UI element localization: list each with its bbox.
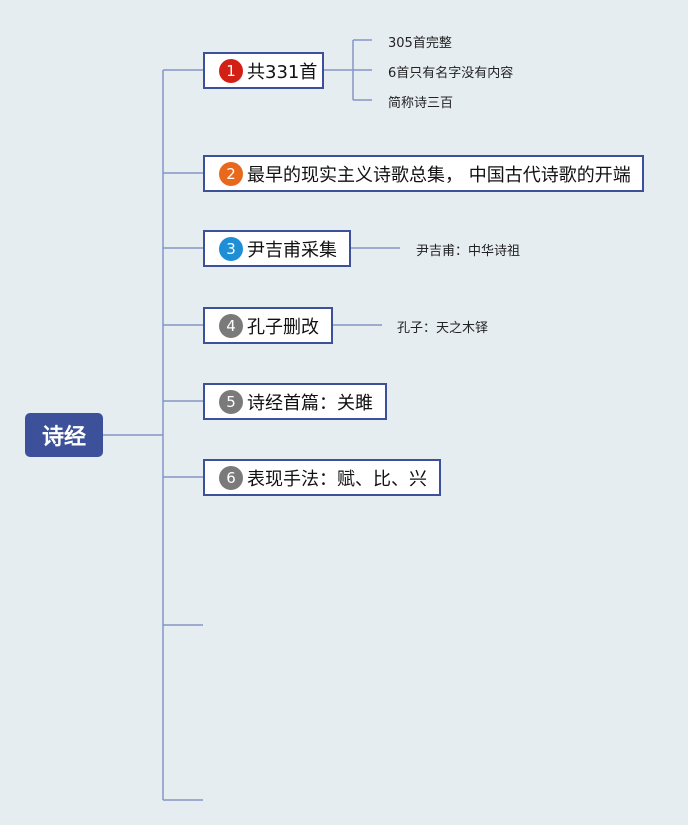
number-badge-3: 3 (219, 236, 243, 261)
branch-node-2[interactable]: 2 最早的现实主义诗歌总集， 中国古代诗歌的开端 (203, 155, 644, 192)
branch-node-1[interactable]: 1 共331首 (203, 52, 324, 89)
number-badge-1: 1 (219, 58, 243, 83)
number-badge-2: 2 (219, 161, 243, 186)
branch-node-6[interactable]: 6 表现手法：赋、比、兴 (203, 459, 441, 496)
branch-node-5[interactable]: 5 诗经首篇：关雎 (203, 383, 387, 420)
branch-label-5: 诗经首篇：关雎 (247, 392, 373, 414)
branch-label-4: 孔子删改 (247, 316, 319, 338)
root-node[interactable]: 诗经 (25, 413, 103, 457)
leaf-3-1[interactable]: 尹吉甫：中华诗祖 (416, 244, 521, 259)
branch-label-1: 共331首 (247, 61, 318, 83)
leaf-4-1[interactable]: 孔子：天之木铎 (397, 321, 489, 336)
branch-label-3: 尹吉甫采集 (247, 239, 337, 261)
number-badge-4: 4 (219, 313, 243, 338)
branch-label-2: 最早的现实主义诗歌总集， 中国古代诗歌的开端 (247, 164, 631, 186)
branch-label-6: 表现手法：赋、比、兴 (247, 468, 427, 490)
number-badge-5: 5 (219, 389, 243, 414)
leaf-1-2[interactable]: 6首只有名字没有内容 (388, 66, 514, 81)
branch-node-4[interactable]: 4 孔子删改 (203, 307, 333, 344)
leaf-1-3[interactable]: 简称诗三百 (388, 96, 454, 111)
branch-node-3[interactable]: 3 尹吉甫采集 (203, 230, 351, 267)
leaf-1-1[interactable]: 305首完整 (388, 36, 452, 51)
number-badge-6: 6 (219, 465, 243, 490)
